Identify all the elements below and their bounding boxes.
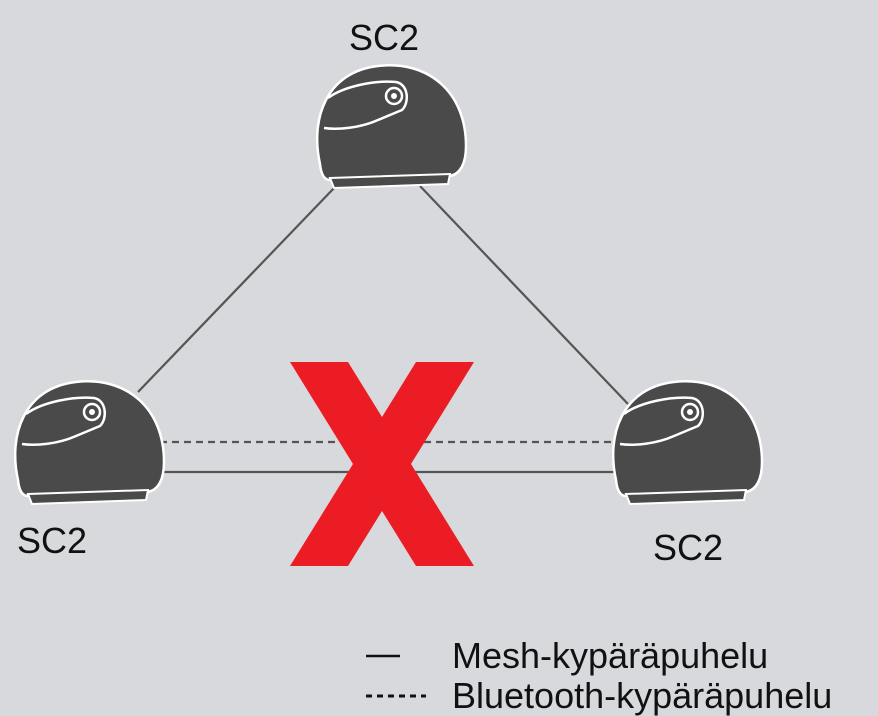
node-label-top: SC2 xyxy=(349,17,419,58)
node-label-left: SC2 xyxy=(17,520,87,561)
cross-mark-icon xyxy=(290,362,474,566)
helmet-icon-top xyxy=(315,64,468,190)
mesh-link-top-left xyxy=(137,185,337,393)
helmet-icon-right xyxy=(611,380,764,506)
legend-bluetooth-label: Bluetooth-kypäräpuhelu xyxy=(452,675,832,716)
helmet-icon-left xyxy=(13,380,166,506)
node-label-right: SC2 xyxy=(653,527,723,568)
legend-mesh-label: Mesh-kypäräpuhelu xyxy=(452,635,768,676)
mesh-link-top-right xyxy=(419,185,629,405)
